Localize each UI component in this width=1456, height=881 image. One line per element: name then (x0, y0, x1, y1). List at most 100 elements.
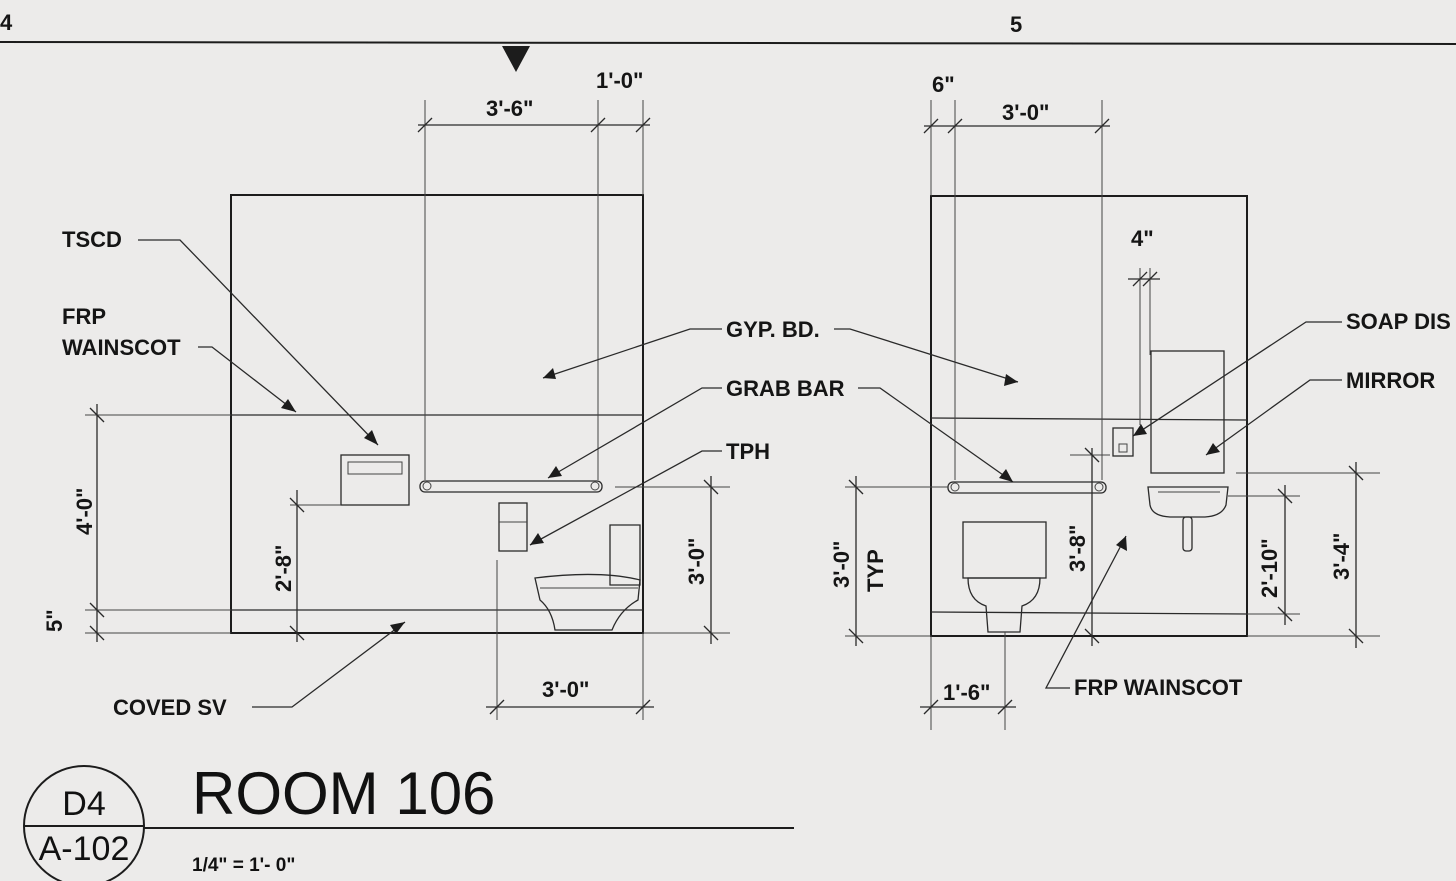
arrowhead (543, 368, 556, 379)
label-frp-2: WAINSCOT (62, 335, 181, 360)
leader-mirror (1205, 379, 1342, 456)
left-wall-outline (230, 194, 644, 634)
leader-tph (529, 450, 722, 546)
label-tph: TPH (726, 439, 770, 464)
tick (489, 699, 505, 715)
grid-marker (502, 46, 530, 72)
dim-soap-gap: 4" (1131, 226, 1154, 251)
label-soap-dispenser: SOAP DIS (1346, 309, 1451, 334)
right-wall-outline (930, 195, 1248, 637)
tick (1348, 465, 1364, 481)
tick (417, 117, 433, 133)
dim-right-wc-centerline: 1'-6" (943, 680, 990, 705)
leader-tscd (138, 239, 379, 446)
lavatory (1147, 486, 1229, 518)
tscd-fixture (340, 454, 410, 506)
label-frp-wainscot-right: FRP WAINSCOT (1074, 675, 1243, 700)
right-toilet (962, 521, 1047, 633)
dim-left-offset: 6" (932, 72, 955, 97)
grid-label-left: 4 (0, 10, 13, 35)
title-block: D4 A-102 ROOM 106 1/4" = 1'- 0" (23, 760, 794, 881)
dim-grab-bar-length: 3'-0" (1002, 100, 1049, 125)
tick (947, 118, 963, 134)
grab-bar-flange (950, 482, 960, 492)
lavatory-drain (1182, 516, 1193, 552)
grid-label-right: 5 (1010, 12, 1022, 37)
grab-bar-flange (422, 481, 432, 491)
arrowhead (390, 622, 405, 634)
leader-gyp-bd-right (834, 328, 1019, 383)
left-toilet (534, 524, 641, 631)
tick (1084, 628, 1100, 644)
right-base-line (930, 611, 1248, 615)
tick (997, 699, 1013, 715)
tick (848, 479, 864, 495)
room-title: ROOM 106 (192, 760, 495, 827)
dim-mirror-height: 3'-4" (1329, 533, 1354, 580)
arrowhead (548, 466, 562, 478)
right-wainscot-line (930, 417, 1248, 421)
tick (1084, 447, 1100, 463)
dim-base-height: 5" (42, 609, 67, 632)
grab-bar-flange (590, 481, 600, 491)
right-elevation: 6" 3'-0" 4" 3'-0" TYP (829, 72, 1451, 730)
tick (923, 699, 939, 715)
tick (1277, 488, 1293, 504)
dim-top-grab-bar: 3'-6" (486, 96, 533, 121)
leader-soap (1132, 321, 1342, 437)
arrowhead (1004, 374, 1018, 386)
tick (89, 407, 105, 423)
sheet-id: A-102 (39, 830, 130, 868)
tick (1142, 271, 1158, 287)
dim-grab-bar-height: 3'-0" (684, 538, 709, 585)
leader-frp-right (1044, 535, 1127, 689)
arrowhead (364, 430, 378, 445)
dim-wc-centerline: 3'-0" (542, 677, 589, 702)
tick (590, 117, 606, 133)
dim-lav-height: 2'-10" (1257, 538, 1282, 598)
label-frp-1: FRP (62, 304, 106, 329)
tick (289, 497, 305, 513)
left-elevation: 3'-6" 1'-0" 4'-0" 5" 2'-8" (42, 68, 845, 720)
drawing-scale: 1/4" = 1'- 0" (192, 855, 295, 876)
tick (1132, 271, 1148, 287)
arrowhead (1116, 536, 1127, 551)
label-typ: TYP (863, 549, 888, 592)
tick (703, 625, 719, 641)
arrowhead (1206, 443, 1220, 455)
leader-grab-bar-right (858, 387, 1014, 483)
arrowhead (999, 469, 1013, 482)
grab-bar-flange (1094, 482, 1104, 492)
dim-wainscot-height: 4'-0" (72, 488, 97, 535)
leader-grab-bar-left (547, 387, 722, 479)
dim-tscd-height: 2'-8" (271, 545, 296, 592)
leader-frp (198, 346, 297, 413)
soap-nozzle (1118, 443, 1128, 453)
tick (923, 118, 939, 134)
tph-fixture (498, 502, 528, 552)
tick (635, 699, 651, 715)
dim-top-offset: 1'-0" (596, 68, 643, 93)
tick (848, 628, 864, 644)
label-gyp-bd: GYP. BD. (726, 317, 820, 342)
tick (89, 602, 105, 618)
arrowhead (1133, 424, 1147, 436)
tick (1348, 628, 1364, 644)
right-grab-bar (947, 481, 1107, 494)
mirror (1150, 350, 1225, 474)
tscd-slot (347, 461, 403, 475)
tick (1277, 606, 1293, 622)
label-tscd: TSCD (62, 227, 122, 252)
tick (289, 625, 305, 641)
arrowhead (281, 399, 296, 412)
soap-dispenser (1112, 427, 1134, 457)
tick (635, 117, 651, 133)
leader-gyp-bd-left (542, 328, 722, 379)
tick (703, 479, 719, 495)
label-mirror: MIRROR (1346, 368, 1435, 393)
label-coved-sv: COVED SV (113, 695, 227, 720)
left-grab-bar (419, 480, 603, 493)
label-grab-bar: GRAB BAR (726, 376, 845, 401)
